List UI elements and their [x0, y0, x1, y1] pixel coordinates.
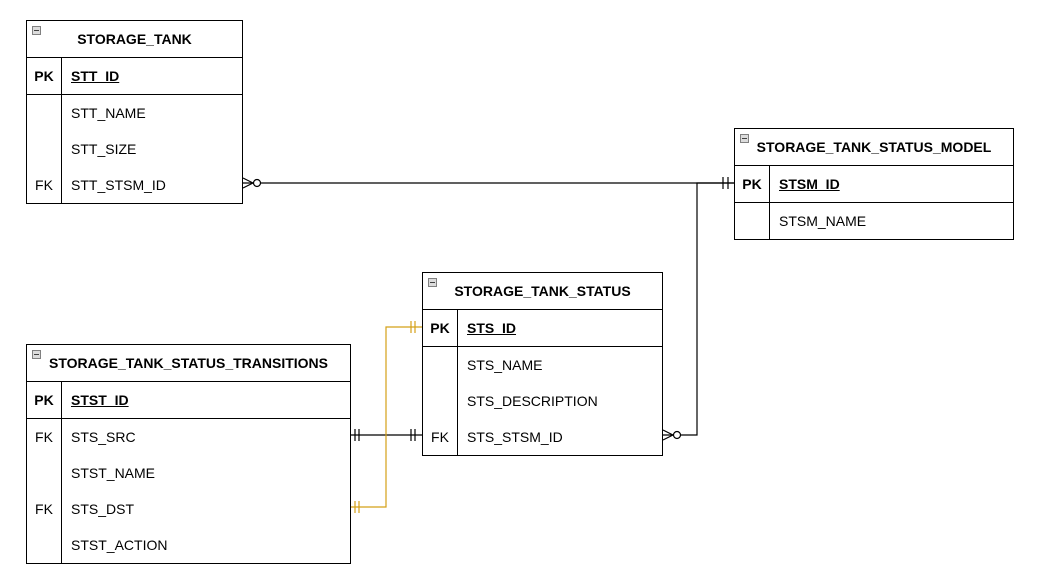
attr-row: STST_NAME: [27, 455, 350, 491]
key-label: [27, 527, 62, 563]
collapse-icon[interactable]: [32, 26, 41, 35]
rel-status-to-status-model: [662, 182, 734, 441]
attr-row: FK STT_STSM_ID: [27, 167, 242, 203]
collapse-icon[interactable]: [32, 350, 41, 359]
attr-row: STT_NAME: [27, 95, 242, 131]
key-label: [27, 455, 62, 491]
key-label: [27, 95, 62, 131]
field-name: STST_NAME: [71, 465, 156, 481]
key-label: PK: [27, 382, 62, 418]
collapse-icon[interactable]: [428, 278, 437, 287]
field-name: STS_STSM_ID: [467, 429, 563, 445]
key-label: [27, 131, 62, 167]
key-label: FK: [27, 167, 62, 203]
pk-row: PK STST_ID: [27, 382, 350, 419]
field-name: STS_NAME: [467, 357, 543, 373]
entity-storage-tank-status-model[interactable]: STORAGE_TANK_STATUS_MODEL PK STSM_ID STS…: [734, 128, 1014, 240]
entity-storage-tank-status[interactable]: STORAGE_TANK_STATUS PK STS_ID STS_NAME S…: [422, 272, 663, 456]
key-label: [423, 383, 458, 419]
entity-storage-tank-status-transitions[interactable]: STORAGE_TANK_STATUS_TRANSITIONS PK STST_…: [26, 344, 351, 564]
pk-row: PK STSM_ID: [735, 166, 1013, 203]
rel-transitions-dst-to-status: [351, 321, 422, 513]
key-label: FK: [27, 419, 62, 455]
entity-header: STORAGE_TANK_STATUS_MODEL: [735, 129, 1013, 166]
attr-row: STST_ACTION: [27, 527, 350, 563]
key-label: FK: [27, 491, 62, 527]
field-name: STT_STSM_ID: [71, 177, 166, 193]
field-name: STS_ID: [467, 320, 517, 336]
entity-title: STORAGE_TANK_STATUS_TRANSITIONS: [49, 355, 328, 371]
field-name: STSM_NAME: [779, 213, 867, 229]
key-label: [735, 203, 770, 239]
field-name: STS_DST: [71, 501, 135, 517]
entity-storage-tank[interactable]: STORAGE_TANK PK STT_ID STT_NAME STT_SIZE…: [26, 20, 243, 204]
attr-row: FK STS_SRC: [27, 419, 350, 455]
attr-row: STS_NAME: [423, 347, 662, 383]
entity-header: STORAGE_TANK_STATUS: [423, 273, 662, 310]
field-name: STT_ID: [71, 68, 120, 84]
attr-row: STT_SIZE: [27, 131, 242, 167]
field-name: STS_SRC: [71, 429, 136, 445]
field-name: STSM_ID: [779, 176, 840, 192]
attr-row: FK STS_STSM_ID: [423, 419, 662, 455]
key-label: PK: [423, 310, 458, 346]
key-label: PK: [27, 58, 62, 94]
entity-header: STORAGE_TANK: [27, 21, 242, 58]
field-name: STST_ACTION: [71, 537, 168, 553]
field-name: STST_ID: [71, 392, 129, 408]
field-name: STT_SIZE: [71, 141, 137, 157]
key-label: FK: [423, 419, 458, 455]
collapse-icon[interactable]: [740, 134, 749, 143]
entity-header: STORAGE_TANK_STATUS_TRANSITIONS: [27, 345, 350, 382]
attr-row: FK STS_DST: [27, 491, 350, 527]
attr-row: STS_DESCRIPTION: [423, 383, 662, 419]
field-name: STS_DESCRIPTION: [467, 393, 598, 409]
entity-title: STORAGE_TANK_STATUS_MODEL: [756, 139, 992, 155]
entity-title: STORAGE_TANK: [77, 31, 192, 47]
pk-row: PK STT_ID: [27, 58, 242, 95]
key-label: PK: [735, 166, 770, 202]
attr-row: STSM_NAME: [735, 203, 1013, 239]
entity-title: STORAGE_TANK_STATUS: [454, 283, 631, 299]
pk-row: PK STS_ID: [423, 310, 662, 347]
field-name: STT_NAME: [71, 105, 146, 121]
key-label: [423, 347, 458, 383]
rel-tank-to-status-model: [242, 177, 734, 189]
